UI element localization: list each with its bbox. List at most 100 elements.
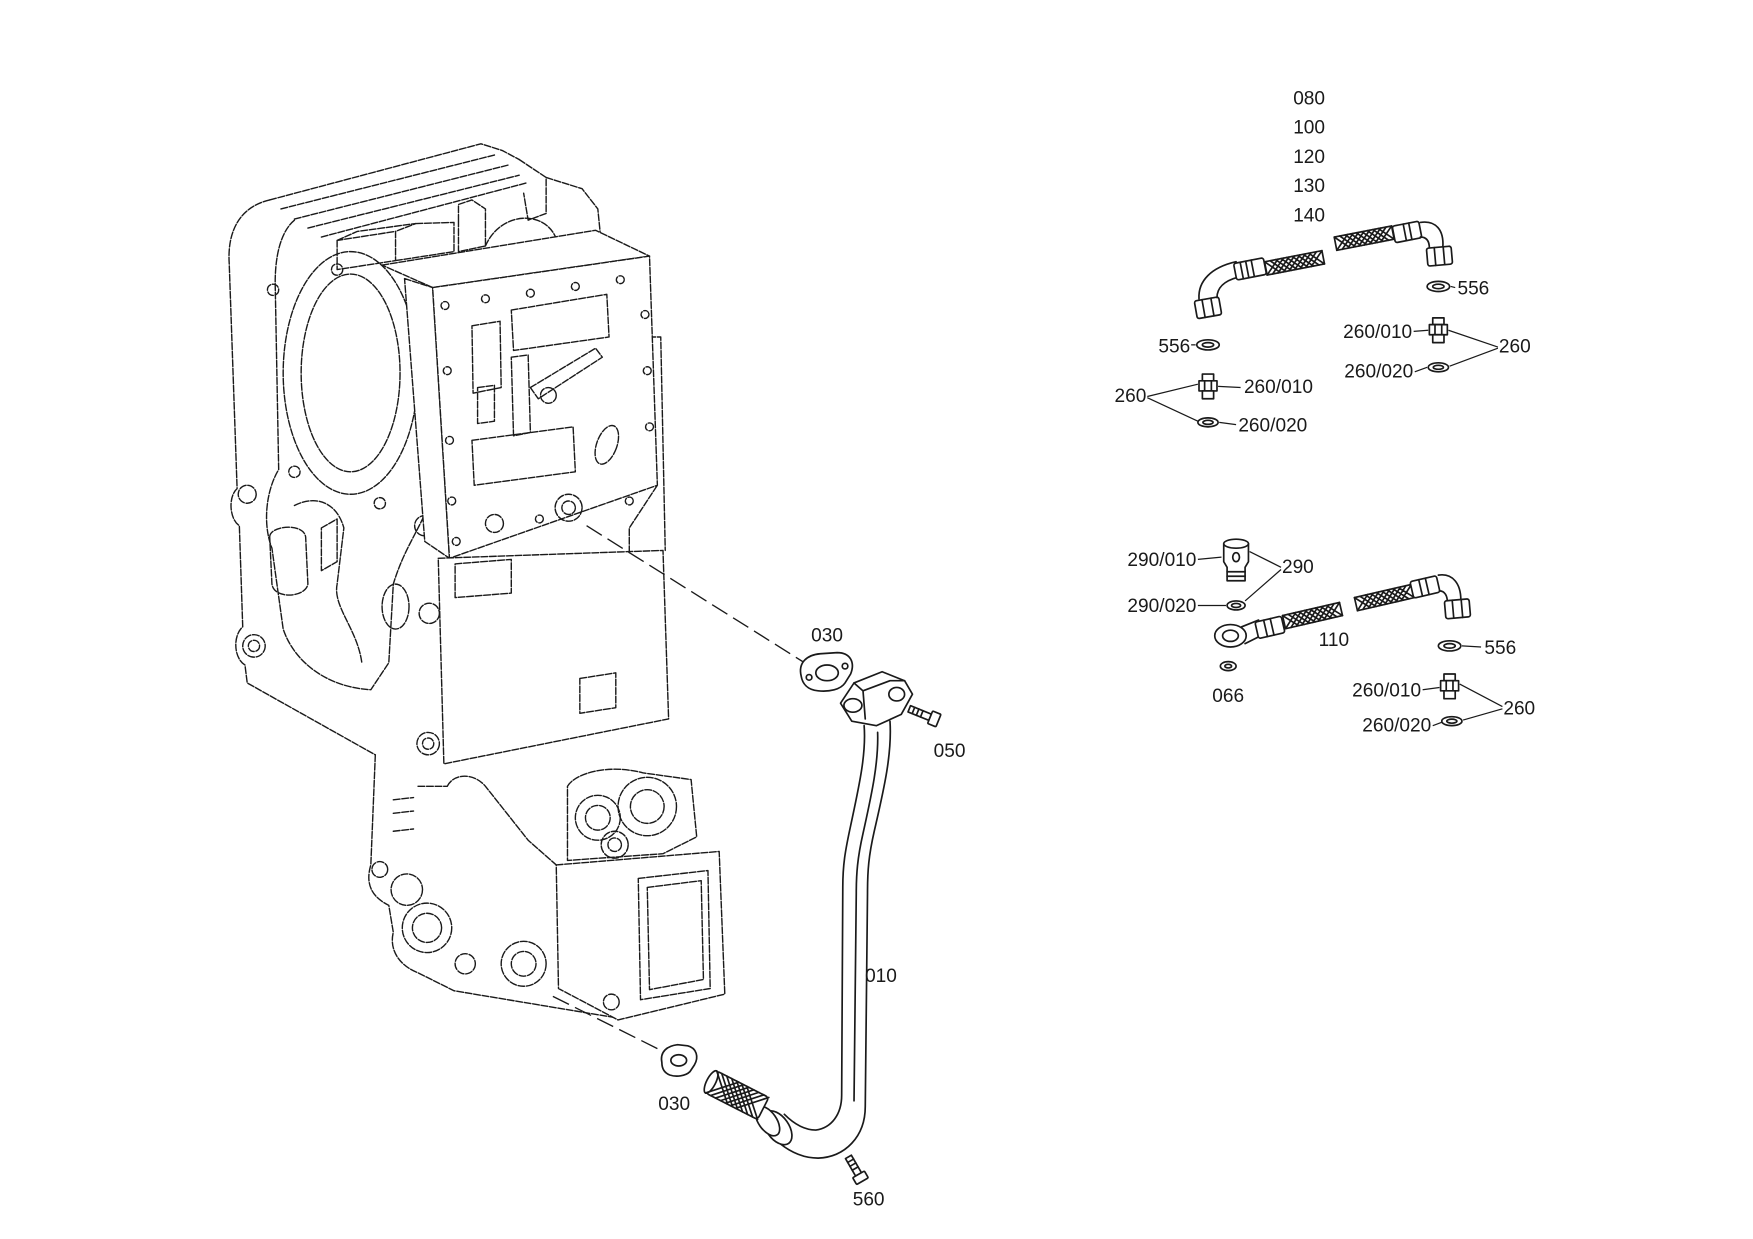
housing-lower-box	[555, 850, 726, 1021]
seal-ring-inner	[1201, 341, 1215, 348]
gearbox-housing	[228, 143, 726, 1021]
crimp-sleeve	[1391, 220, 1423, 244]
housing-lower-port	[600, 830, 629, 859]
callout-hose-part-3: 120	[1293, 147, 1325, 168]
gasket-upper	[799, 651, 854, 692]
hex-nut-edges	[1433, 245, 1446, 267]
callout-gasket-upper: 030	[811, 625, 843, 646]
housing-bolt-hole	[266, 283, 280, 297]
callout-banjo-bolt: 290/010	[1127, 550, 1196, 571]
housing-outer-silhouette	[228, 199, 377, 756]
valve-block-lower-window	[471, 426, 577, 486]
connector-hex	[1439, 679, 1460, 692]
housing-stamped-marks	[392, 796, 415, 832]
housing-flange-plate	[265, 219, 435, 691]
housing-boss	[381, 583, 410, 630]
gasket-lower	[660, 1043, 698, 1077]
gasket-upper-hole	[814, 664, 840, 682]
seal-ring-inner	[1443, 642, 1457, 649]
bolt-upper-head	[927, 710, 942, 728]
hex-nut-edges	[1451, 598, 1464, 620]
housing-lower-port	[607, 837, 623, 853]
braid-hatch	[1333, 225, 1396, 252]
valve-block-bolt	[525, 288, 536, 298]
housing-lower-cover-inner	[646, 879, 705, 991]
gasket-lower-hole	[670, 1053, 688, 1067]
valve-block-bolt	[442, 366, 452, 376]
housing-lower-port	[629, 788, 665, 825]
callout-hose-part-1: 080	[1293, 88, 1325, 109]
housing-lower-boss	[411, 912, 443, 944]
callout-gasket-lower: 030	[658, 1094, 690, 1115]
valve-block-bolt	[440, 300, 450, 311]
suction-filter	[703, 1069, 770, 1121]
connector-hex-edges	[1203, 379, 1213, 392]
connector-ring-inner	[1445, 718, 1458, 725]
connector-thread-top	[1431, 317, 1445, 326]
housing-bolt-hole	[242, 633, 266, 658]
leader-group-lower	[1459, 683, 1503, 721]
housing-middle-box	[437, 549, 670, 765]
braid-hatch	[1353, 583, 1416, 612]
bolt-lower-thread	[846, 1158, 859, 1172]
callout-seal-upper-left: 556	[1158, 337, 1190, 358]
hose-lower-braid-left	[1281, 601, 1344, 630]
connector-thread-top	[1443, 673, 1457, 682]
housing-top-casting-mid	[457, 199, 487, 253]
hose-lower-right-crimp	[1409, 575, 1441, 599]
callout-screw-lower: 560	[853, 1189, 885, 1210]
valve-block-oval-port	[594, 424, 620, 465]
seal-ring-inner	[1431, 283, 1445, 290]
crimp-sleeve	[1254, 615, 1286, 639]
valve-block-window	[510, 293, 610, 352]
hex-nut	[1425, 245, 1454, 267]
pipe-flange-hole	[888, 686, 906, 702]
hex-nut	[1193, 296, 1223, 320]
bolt-upper-thread	[911, 706, 924, 718]
housing-bolt-hole	[371, 860, 389, 878]
housing-lower-port	[574, 794, 621, 841]
crimp-ribs	[1417, 577, 1430, 597]
leader-banjo-group	[1244, 550, 1282, 602]
connector-ring-inner	[1432, 364, 1445, 371]
callout-group-upper-left: 260	[1115, 386, 1147, 407]
callout-connector-upper-right: 260/010	[1343, 322, 1412, 343]
valve-block-lever-pivot	[539, 386, 557, 404]
seal-ring-inner	[1224, 663, 1233, 669]
hose-upper-braid-left	[1263, 249, 1326, 276]
seal-ring-lower	[1437, 640, 1462, 652]
housing-middle-box-ledge	[454, 484, 659, 599]
valve-block-bolt	[570, 281, 580, 292]
housing-bolt-hole	[602, 993, 620, 1011]
callout-banjo-bolt-ring: 290/020	[1127, 596, 1196, 617]
hose-upper-left-nut	[1193, 296, 1223, 320]
banjo-bolt-cross-hole	[1231, 551, 1241, 563]
pipe-left-wall	[783, 724, 866, 1131]
banjo-seal	[1219, 660, 1237, 672]
valve-block-bolt	[451, 536, 461, 547]
hose-upper	[1193, 220, 1454, 320]
gasket-upper-bolt-hole	[841, 662, 849, 670]
leader-group-upper-left	[1147, 383, 1199, 422]
bolt-lower	[844, 1154, 869, 1185]
connector-thread-top	[1201, 373, 1215, 382]
gasket-upper-bolt-hole	[805, 673, 813, 682]
leader-connector-upper-left	[1218, 385, 1241, 389]
banjo-bolt-head	[1222, 538, 1250, 550]
callout-connector-upper-left: 260/010	[1244, 377, 1313, 398]
leader-ring-upper-left	[1219, 421, 1237, 426]
callout-ring-lower: 260/020	[1362, 715, 1431, 736]
housing-bolt-hole	[373, 496, 387, 510]
housing-lower-boss	[510, 950, 537, 977]
seal-ring-upper-right	[1426, 280, 1451, 293]
leader-seal-lower	[1461, 645, 1482, 648]
bolt-lower-head	[852, 1170, 869, 1185]
leader-ring-lower	[1432, 721, 1442, 727]
leaders-upper	[1147, 285, 1499, 426]
housing-roof-edge	[268, 143, 520, 201]
valve-block-bolt	[534, 514, 545, 524]
assembly-line-lower	[552, 995, 659, 1050]
callout-seal-lower: 556	[1484, 638, 1516, 659]
leader-group-upper-right	[1448, 329, 1499, 367]
housing-lower-boss	[500, 940, 547, 987]
